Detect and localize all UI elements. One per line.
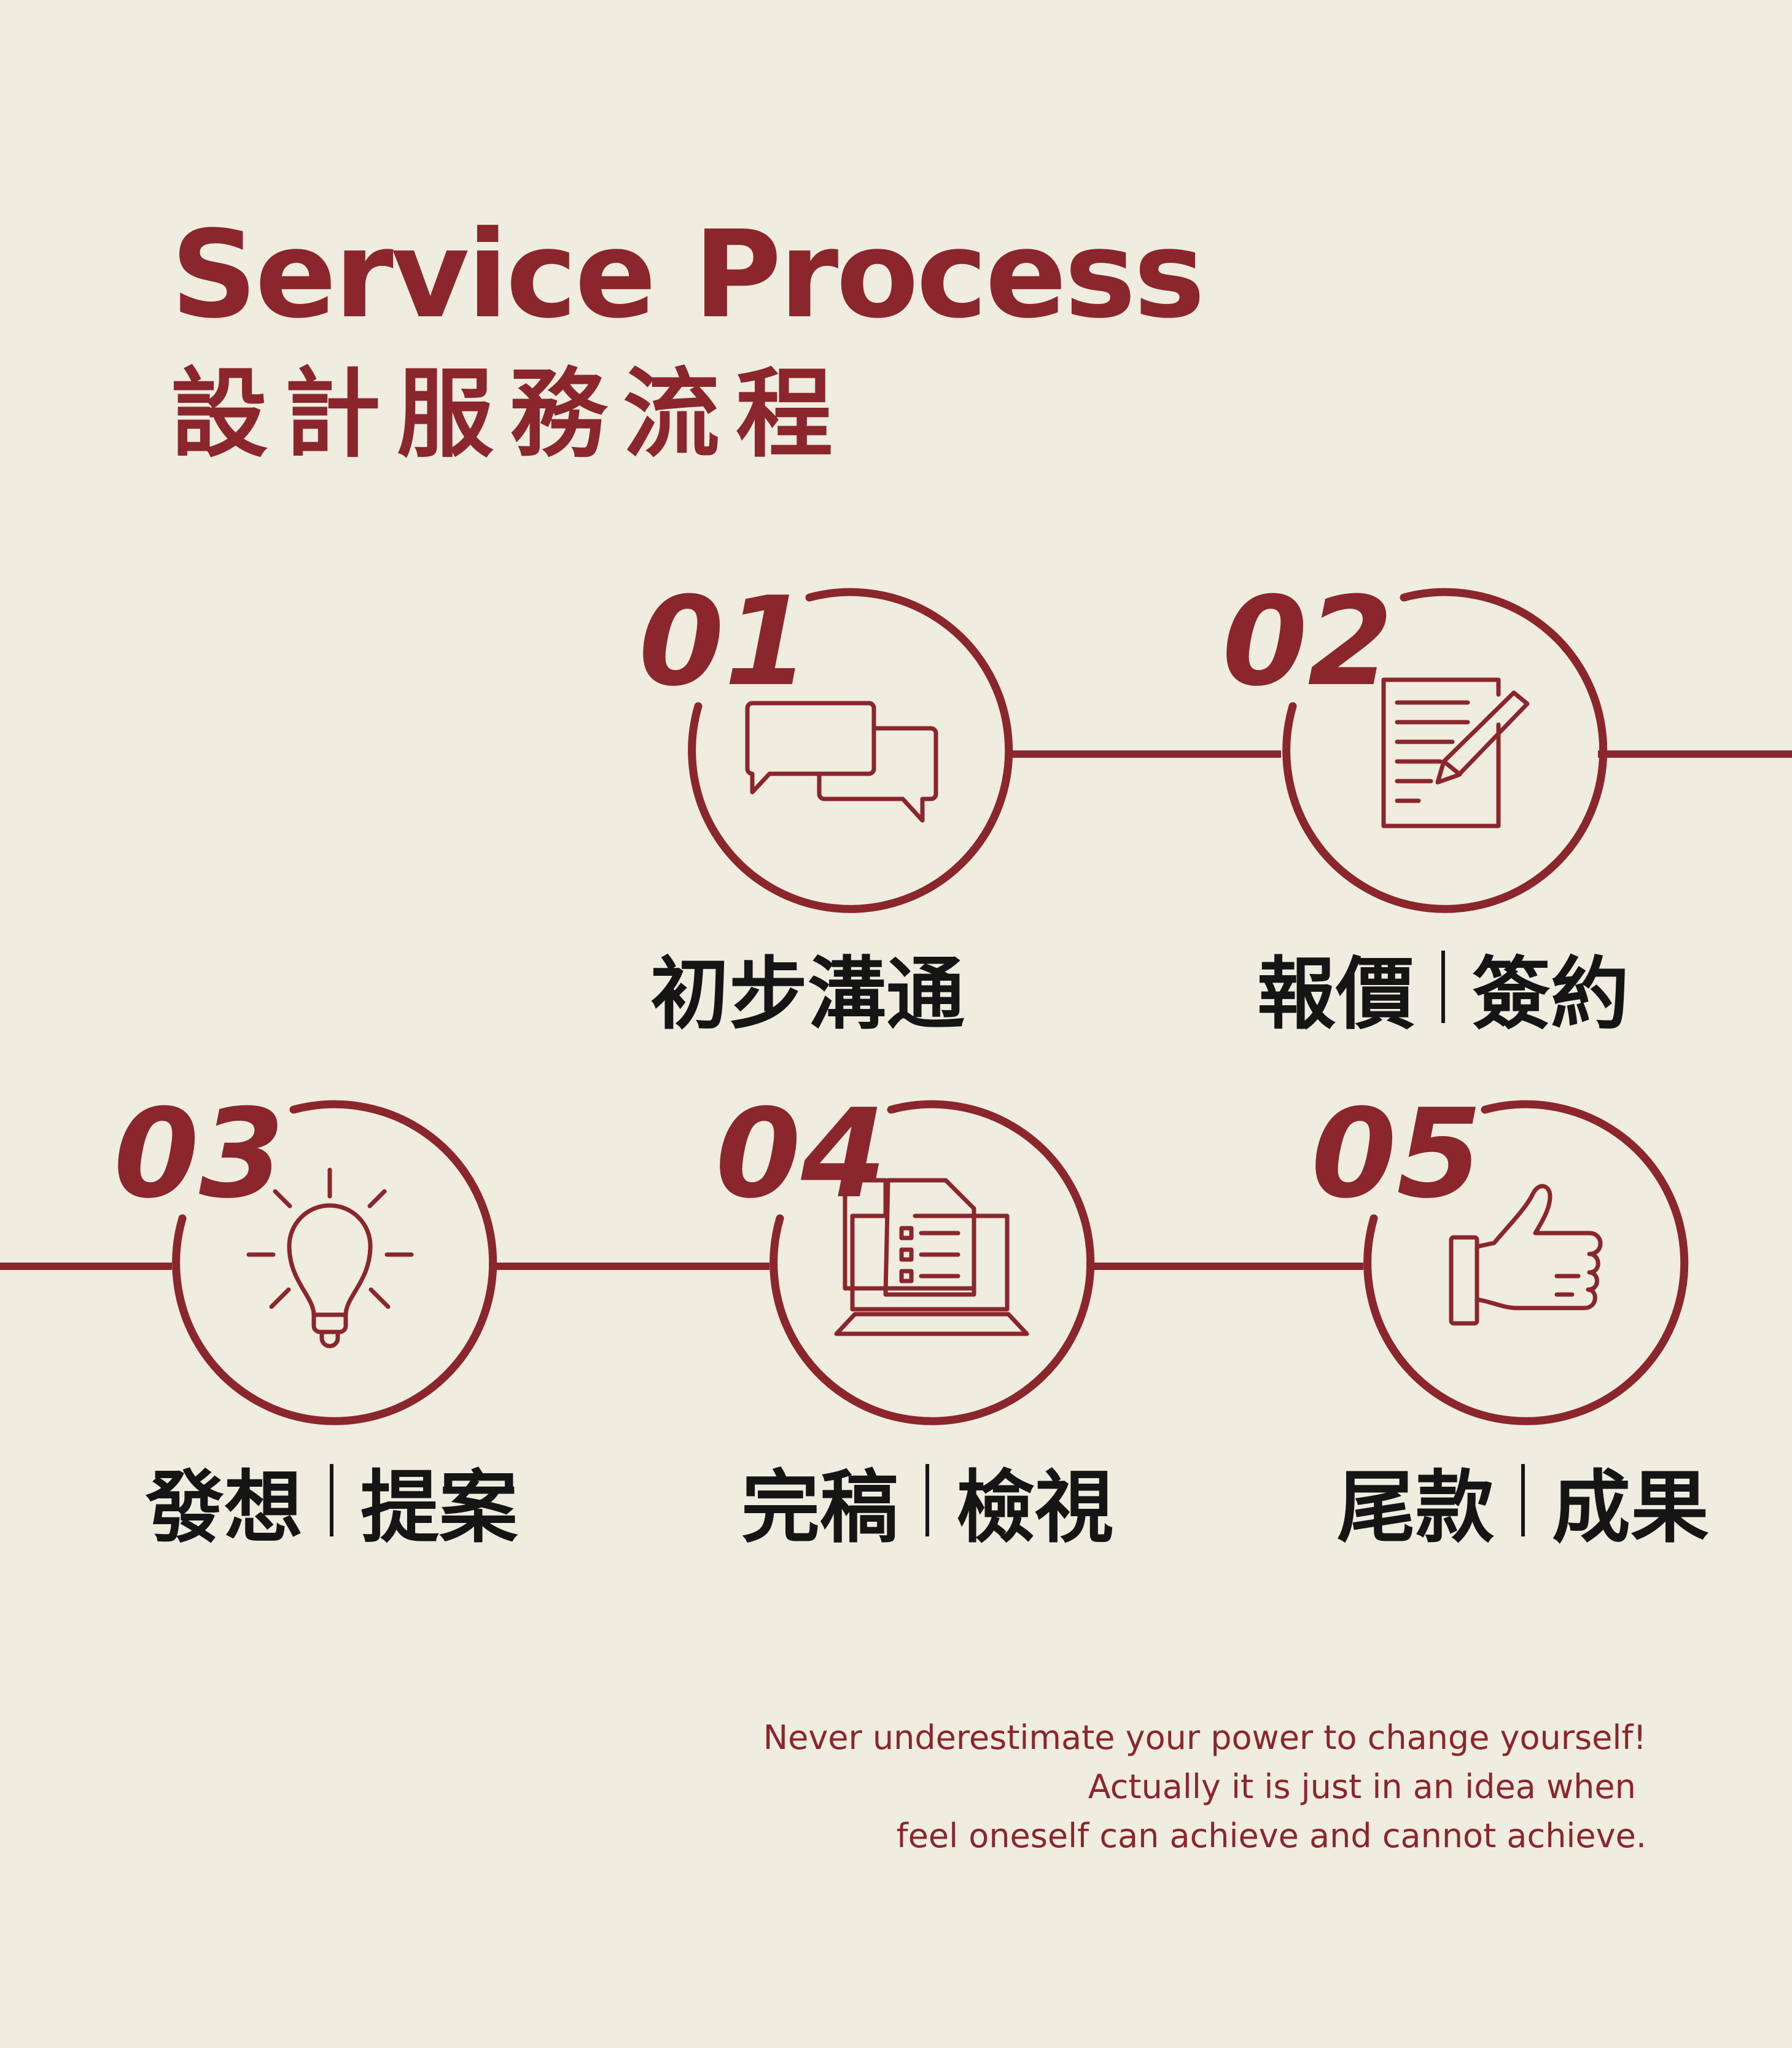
step-3-label: 發想 提案 xyxy=(80,1454,583,1554)
step-2-circle xyxy=(1282,588,1608,913)
step-5-circle xyxy=(1363,1100,1689,1425)
quote-line-2: Actually it is just in an idea when xyxy=(1088,1767,1646,1806)
step-5-label-part-2: 成果 xyxy=(1552,1462,1710,1554)
step-3-label-part-2: 提案 xyxy=(360,1462,518,1554)
label-divider xyxy=(925,1464,929,1536)
step-5-number: 05 xyxy=(1311,1083,1482,1226)
label-divider xyxy=(330,1464,333,1536)
lightbulb-icon xyxy=(246,1167,414,1349)
step-1-label-text: 初步溝通 xyxy=(650,948,965,1040)
step-2-label: 報價 簽約 xyxy=(1191,941,1695,1040)
step-2-label-part-1: 報價 xyxy=(1256,948,1414,1040)
thumbs-up-icon xyxy=(1449,1184,1603,1326)
page-subtitle: 設計服務流程 xyxy=(171,358,849,471)
step-4-label-part-2: 檢視 xyxy=(956,1462,1114,1554)
chat-bubbles-icon xyxy=(745,701,938,823)
laptop-checklist-icon xyxy=(834,1178,1029,1336)
step-1-number: 01 xyxy=(639,570,809,714)
step-5-label-part-1: 尾款 xyxy=(1336,1462,1494,1554)
quote: Never underestimate your power to change… xyxy=(763,1713,1646,1861)
step-4-label: 完稿 檢視 xyxy=(676,1454,1179,1554)
step-5-label: 尾款 成果 xyxy=(1271,1454,1775,1554)
step-1-label: 初步溝通 xyxy=(639,941,976,1040)
step-3-circle xyxy=(172,1100,497,1425)
quote-line-1: Never underestimate your power to change… xyxy=(763,1718,1646,1757)
step-1-circle xyxy=(688,588,1013,913)
page-title: Service Process xyxy=(171,205,1205,345)
step-2-number: 02 xyxy=(1222,570,1393,714)
step-3-number: 03 xyxy=(114,1083,284,1226)
quote-line-3: feel oneself can achieve and cannot achi… xyxy=(896,1816,1646,1855)
step-3-label-part-1: 發想 xyxy=(145,1462,303,1554)
document-pen-icon xyxy=(1381,677,1530,828)
step-4-circle xyxy=(769,1100,1095,1425)
label-divider xyxy=(1441,951,1445,1023)
step-4-label-part-1: 完稿 xyxy=(741,1462,898,1554)
step-2-label-part-2: 簽約 xyxy=(1472,948,1630,1040)
step-4-number: 04 xyxy=(715,1083,886,1226)
label-divider xyxy=(1521,1464,1525,1536)
